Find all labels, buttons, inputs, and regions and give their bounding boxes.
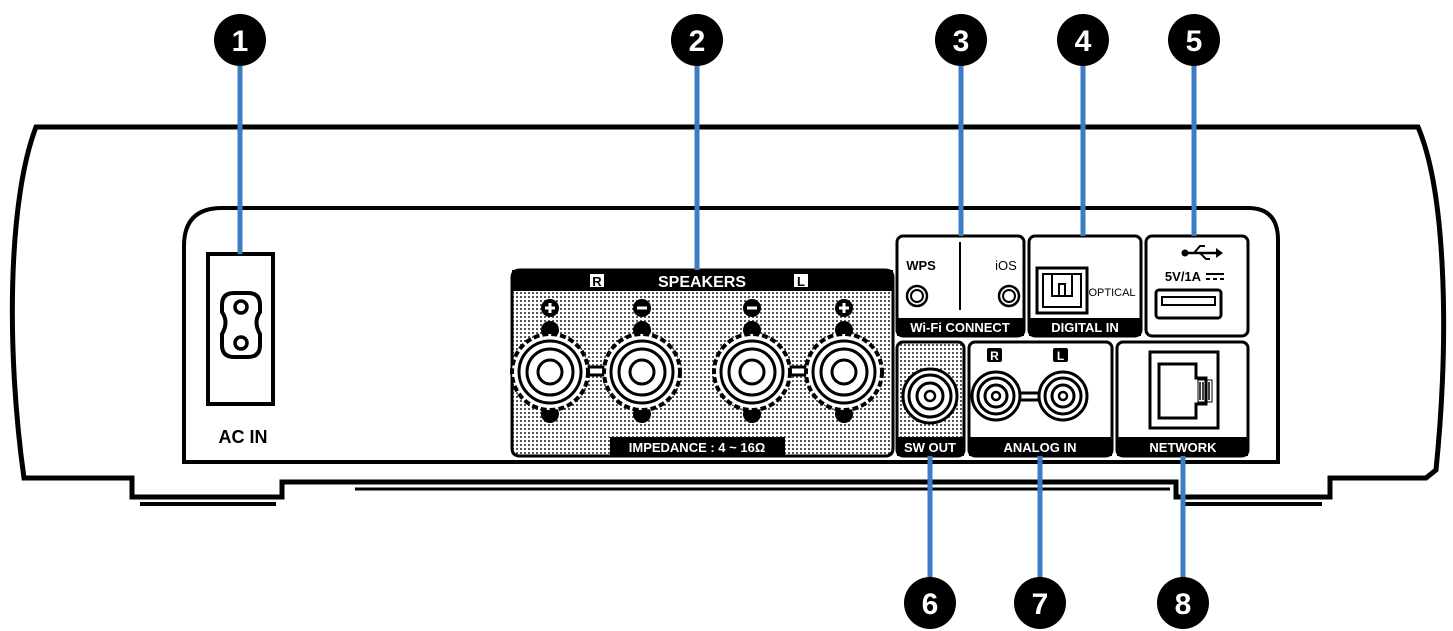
leader-lines xyxy=(237,66,1197,578)
svg-text:8: 8 xyxy=(1175,588,1192,621)
ac-in-label: AC IN xyxy=(219,427,268,447)
callout-7: 7 xyxy=(1014,577,1066,629)
svg-text:3: 3 xyxy=(953,25,970,58)
binding-post-l-minus[interactable] xyxy=(712,321,792,423)
analog-in-label: ANALOG IN xyxy=(1004,440,1077,455)
speakers-label: SPEAKERS xyxy=(658,274,746,291)
callout-2: 2 xyxy=(671,14,723,66)
wps-button[interactable] xyxy=(905,284,929,308)
callout-6: 6 xyxy=(904,577,956,629)
speaker-right-badge xyxy=(588,272,606,289)
analog-right-badge xyxy=(987,348,1002,362)
svg-text:6: 6 xyxy=(922,588,939,621)
svg-text:1: 1 xyxy=(232,25,249,58)
sw-out-label: SW OUT xyxy=(904,440,956,455)
ios-label: iOS xyxy=(995,258,1017,273)
analog-left-label: L xyxy=(1057,349,1064,363)
wifi-connect-label: Wi-Fi CONNECT xyxy=(910,320,1010,335)
minus-icon xyxy=(743,299,761,317)
binding-post-r-plus[interactable] xyxy=(510,321,590,423)
analog-left-badge xyxy=(1053,348,1068,362)
ios-button[interactable] xyxy=(997,284,1021,308)
analog-in-left-jack[interactable] xyxy=(1037,370,1089,422)
speaker-left-label: L xyxy=(797,274,805,289)
callout-8: 8 xyxy=(1157,577,1209,629)
optical-label: OPTICAL xyxy=(1088,287,1135,299)
ethernet-port-icon[interactable] xyxy=(1148,350,1220,430)
digital-in-label: DIGITAL IN xyxy=(1051,320,1118,335)
analog-in-right-jack[interactable] xyxy=(970,370,1022,422)
analog-right-label: R xyxy=(990,349,999,363)
ac-inlet[interactable] xyxy=(206,252,275,406)
callout-1: 1 xyxy=(214,14,266,66)
callout-4: 4 xyxy=(1057,14,1109,66)
binding-post-l-plus[interactable] xyxy=(804,321,884,423)
power-inlet-icon xyxy=(220,291,262,359)
callout-3: 3 xyxy=(935,14,987,66)
svg-text:7: 7 xyxy=(1032,588,1049,621)
speaker-right-label: R xyxy=(592,274,602,289)
network-label: NETWORK xyxy=(1149,440,1217,455)
binding-post-r-minus[interactable] xyxy=(602,321,682,423)
callout-5: 5 xyxy=(1168,14,1220,66)
svg-text:4: 4 xyxy=(1075,25,1092,58)
wps-label: WPS xyxy=(906,258,936,273)
usb-rating-label: 5V/1A xyxy=(1165,269,1202,284)
optical-port-icon[interactable] xyxy=(1035,266,1089,315)
minus-icon xyxy=(633,299,651,317)
speaker-terminals xyxy=(510,268,895,458)
impedance-label: IMPEDANCE : 4 ~ 16Ω xyxy=(629,440,766,455)
usb-icon xyxy=(1181,245,1223,260)
svg-text:2: 2 xyxy=(689,25,706,58)
speaker-left-badge xyxy=(792,272,810,289)
speaker-posts xyxy=(510,299,884,423)
dc-symbol-icon xyxy=(1206,273,1224,280)
plus-icon xyxy=(541,299,559,317)
plus-icon xyxy=(835,299,853,317)
usb-port[interactable] xyxy=(1154,288,1223,320)
sw-out-jack[interactable] xyxy=(901,367,959,425)
svg-text:5: 5 xyxy=(1186,25,1203,58)
